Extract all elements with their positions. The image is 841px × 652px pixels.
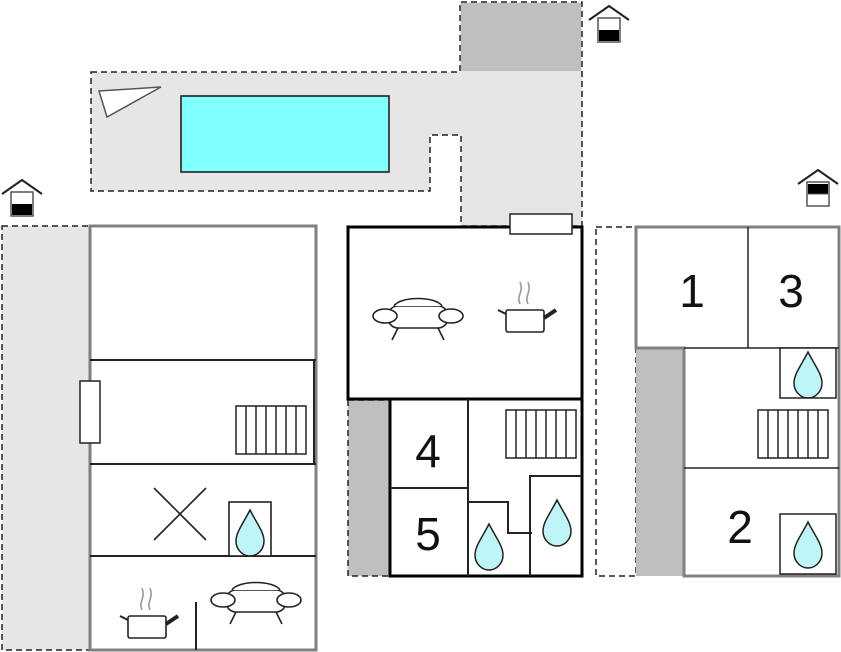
left-outdoor-strip <box>1 225 91 651</box>
room-number-4: 4 <box>415 425 441 477</box>
right-shaded-strip <box>636 348 684 576</box>
lounger-icon <box>98 86 162 119</box>
cross-mark-icon <box>153 487 207 541</box>
left-door-marker <box>79 380 101 444</box>
middle-door-marker <box>509 213 573 235</box>
stairs-icon <box>757 409 829 459</box>
room-number-5: 5 <box>415 508 441 560</box>
room-number-2: 2 <box>727 501 753 553</box>
stairs-icon <box>505 409 577 459</box>
house-floor-indicator-icon <box>1 179 43 217</box>
room-number-3: 3 <box>778 265 804 317</box>
terrace-shaded-area <box>461 3 581 71</box>
right-building <box>634 225 841 578</box>
stairs-icon <box>235 405 307 455</box>
house-floor-indicator-icon <box>588 5 630 43</box>
middle-outdoor-strip <box>347 399 391 577</box>
right-outdoor-strip <box>595 226 637 577</box>
room-number-1: 1 <box>679 265 705 317</box>
house-floor-indicator-icon <box>797 169 839 207</box>
swimming-pool <box>180 95 390 173</box>
